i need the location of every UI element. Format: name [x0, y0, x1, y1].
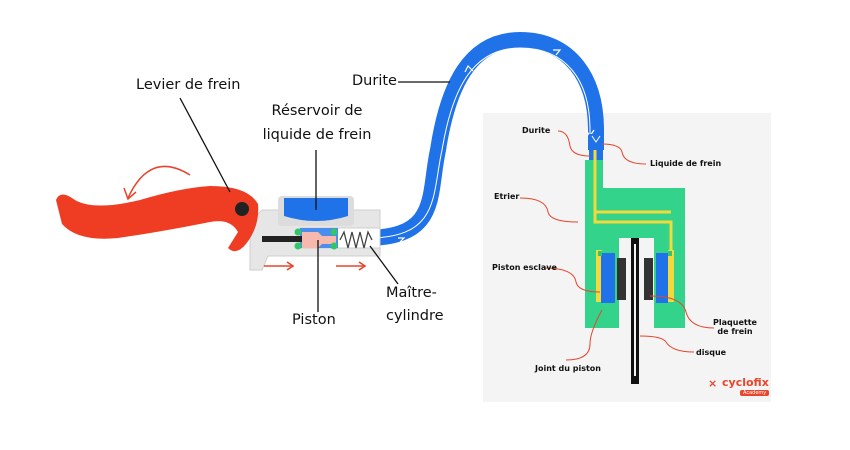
brake-lever: [56, 186, 259, 252]
inset-label-fluid: Liquide de frein: [650, 159, 722, 168]
cyclofix-logo: ⨯ cyclofix Academy: [708, 376, 770, 400]
inset-leader-slave: [543, 267, 601, 293]
inset-label-disc: disque: [696, 348, 727, 357]
inset-label-hose: Durite: [522, 126, 551, 135]
inset-leader-seal: [565, 309, 603, 361]
push-arrowhead: [358, 261, 367, 271]
hose-flow-line: [371, 47, 591, 239]
inset-leader-fluid: [601, 143, 647, 165]
right-fluid-chamber: [668, 250, 674, 302]
inset-label-caliper: Etrier: [494, 192, 520, 201]
label-brake-lever: Levier de frein: [136, 77, 241, 93]
piston-seal: [330, 242, 338, 250]
piston-shape: [302, 232, 336, 248]
right-brake-pad: [644, 258, 653, 300]
inset-label-seal: Joint du piston: [535, 364, 601, 373]
piston-seal-right: [668, 251, 672, 256]
brake-hose: [364, 31, 604, 246]
label-master-line2: cylindre: [386, 308, 444, 324]
inset-leader-caliper: [519, 197, 579, 223]
inset-label-slave-piston: Piston esclave: [492, 263, 557, 272]
label-master-line1: Maître-: [386, 285, 437, 301]
leader-lever: [179, 97, 231, 193]
piston-seal-left: [598, 251, 602, 256]
cyclofix-logo-text: cyclofix: [722, 376, 769, 389]
return-spring: [339, 230, 373, 249]
piston-seal: [294, 228, 302, 236]
hose-flow-arrow: [553, 49, 562, 56]
piston-seal: [294, 242, 302, 250]
inset-leader-pad: [649, 295, 715, 329]
hose-flow-arrow: [446, 138, 456, 147]
caliper-inset-panel: [483, 113, 771, 402]
inset-hose-arrow: [591, 135, 601, 143]
inset-hose: [589, 134, 603, 160]
inset-leader-disc: [639, 335, 695, 353]
push-arrowhead: [286, 261, 295, 271]
inset-label-pad-line2: de frein: [717, 327, 753, 336]
disc-gap: [634, 244, 636, 376]
lever-pivot: [235, 202, 249, 216]
piston-seal: [330, 228, 338, 236]
leader-master: [369, 245, 399, 285]
label-reservoir-line1: Réservoir de: [271, 103, 363, 119]
left-brake-pad: [617, 258, 626, 300]
lever-rotation-arrow: [127, 165, 191, 199]
inset-leader-hose: [557, 130, 591, 157]
inset-label-pad-line1: Plaquette: [713, 318, 757, 327]
left-slave-piston: [601, 253, 615, 303]
right-slave-piston: [656, 253, 668, 303]
cyclofix-logo-badge: Academy: [740, 390, 770, 396]
lever-rotation-arrowhead: [123, 187, 137, 201]
label-piston: Piston: [292, 312, 336, 328]
left-fluid-chamber: [596, 250, 602, 302]
push-rod: [262, 236, 302, 242]
label-hose: Durite: [352, 73, 397, 89]
hose-flow-arrow: [398, 237, 406, 243]
cyclofix-logo-icon: ⨯: [708, 377, 718, 390]
label-reservoir-line2: liquide de frein: [262, 127, 372, 143]
hose-flow-arrow: [464, 64, 474, 73]
